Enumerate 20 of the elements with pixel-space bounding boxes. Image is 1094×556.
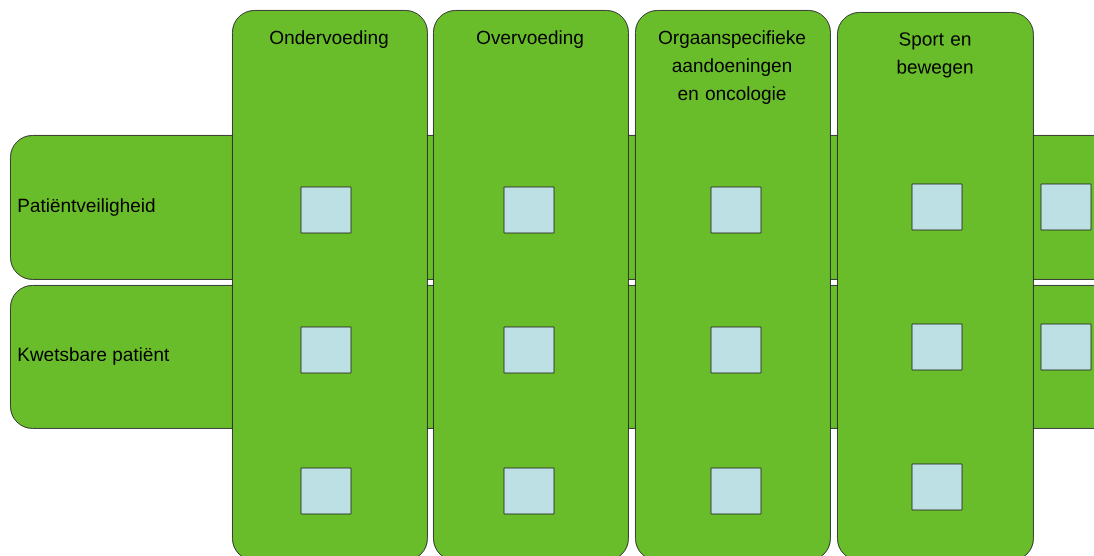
empty-square [503,467,555,515]
empty-square [911,183,963,231]
empty-square [300,467,352,515]
empty-square [503,326,555,374]
empty-square [1040,183,1092,231]
node-label: Kwetsbare patiënt [18,347,170,365]
node-label: Patiëntveiligheid [18,198,155,216]
empty-square [710,467,762,515]
column-band: Sport en bewegen [837,12,1034,556]
empty-square [300,186,352,234]
empty-square [710,326,762,374]
column-band: Ondervoeding [232,10,428,556]
empty-square [300,326,352,374]
column-band: Overvoeding [433,10,629,556]
empty-square [503,186,555,234]
empty-square [911,323,963,371]
empty-square [1040,323,1092,371]
column-band: Orgaanspecifieke aandoeningen en oncologie [635,10,831,556]
empty-square [710,186,762,234]
empty-square [911,463,963,511]
